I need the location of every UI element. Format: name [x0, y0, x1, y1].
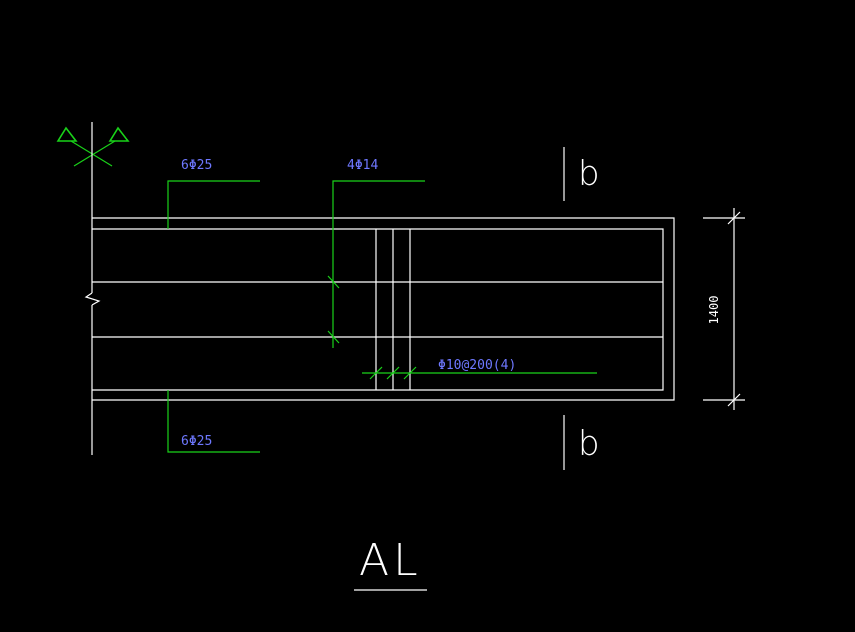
bottom-bar-leader: 6Φ25	[167, 390, 260, 453]
side-bar-label: 4Φ14	[347, 158, 378, 173]
section-mark-bottom-label: b	[578, 424, 600, 464]
section-mark-bottom: b	[563, 415, 600, 470]
stirrup-lines	[375, 229, 411, 390]
axis-marker-icon	[56, 126, 130, 167]
section-mark-top-label: b	[578, 154, 600, 194]
height-dimension-label: 1400	[707, 296, 721, 325]
beam-outline	[92, 217, 675, 401]
side-bars	[92, 281, 663, 338]
top-bar-label: 6Φ25	[181, 158, 212, 173]
side-bar-leader: 4Φ14	[327, 158, 425, 348]
stirrup-label: Φ10@200(4)	[438, 358, 516, 373]
stirrup-leader: Φ10@200(4)	[362, 358, 597, 380]
drawing-title-text: AL	[359, 535, 422, 586]
section-mark-top: b	[563, 147, 600, 201]
column-line	[84, 122, 101, 455]
drawing-title: AL	[354, 535, 427, 591]
top-bar-leader: 6Φ25	[167, 158, 260, 229]
bottom-bar-label: 6Φ25	[181, 434, 212, 449]
height-dimension: 1400	[703, 208, 745, 410]
